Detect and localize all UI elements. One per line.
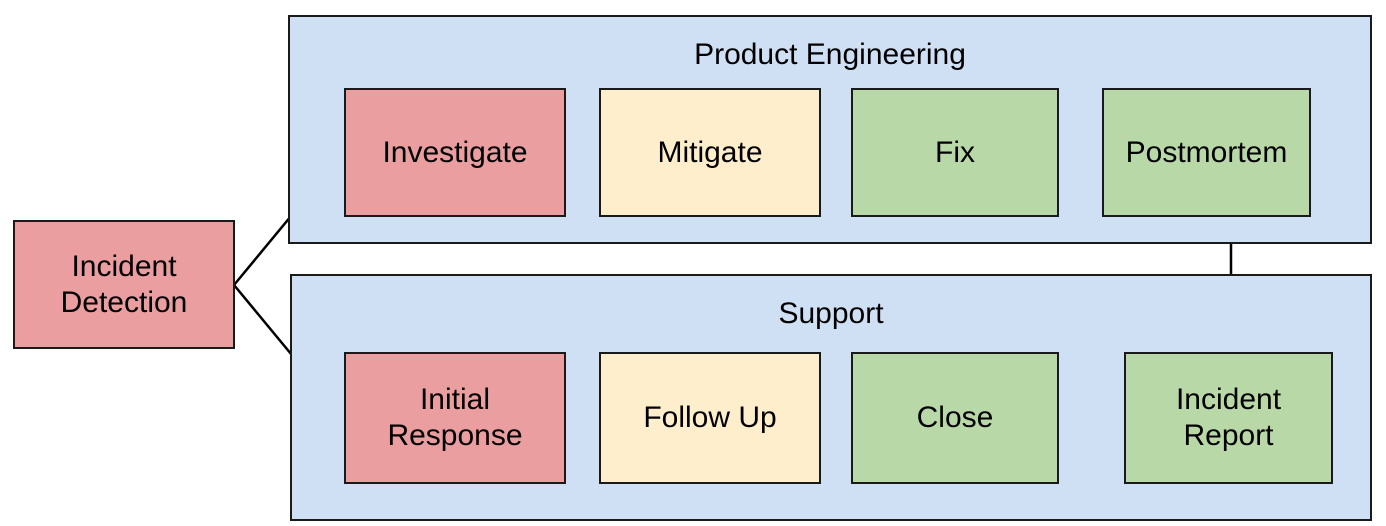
- lane-title-product-engineering: Product Engineering: [694, 38, 966, 71]
- node-follow-up-label: Follow Up: [643, 401, 777, 434]
- node-follow-up[interactable]: Follow Up: [599, 352, 821, 484]
- lane-title-support: Support: [778, 297, 884, 330]
- node-fix[interactable]: Fix: [851, 88, 1059, 217]
- node-close-label: Close: [916, 401, 994, 434]
- node-postmortem-label: Postmortem: [1125, 135, 1288, 169]
- node-incident-detection-line1: Incident: [71, 249, 177, 283]
- node-incident-report-line1: Incident: [1175, 383, 1282, 416]
- node-investigate-label: Investigate: [382, 135, 528, 169]
- node-initial-response-line1: Initial: [419, 383, 491, 416]
- node-mitigate[interactable]: Mitigate: [599, 88, 821, 217]
- node-mitigate-label: Mitigate: [657, 135, 763, 169]
- node-incident-report-line2: Report: [1183, 419, 1274, 452]
- node-postmortem[interactable]: Postmortem: [1102, 88, 1311, 217]
- node-investigate[interactable]: Investigate: [344, 88, 566, 217]
- node-close[interactable]: Close: [851, 352, 1059, 484]
- node-incident-detection-line2: Detection: [60, 285, 188, 319]
- node-fix-label: Fix: [935, 135, 975, 169]
- node-initial-response-line2: Response: [387, 419, 523, 452]
